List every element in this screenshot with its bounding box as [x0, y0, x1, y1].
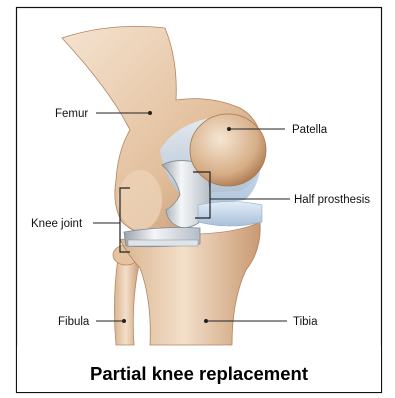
tibial-insert: [128, 240, 198, 246]
fibula-leader-dot: [122, 319, 126, 323]
label-half-prosthesis: Half prosthesis: [294, 194, 370, 206]
femur-leader-dot: [148, 111, 152, 115]
femur-condyle: [118, 170, 162, 230]
tibia-leader-dot: [204, 319, 208, 323]
tibia-cartilage: [198, 202, 262, 227]
patella-leader-dot: [227, 127, 231, 131]
label-patella: Patella: [292, 124, 328, 136]
patella-bone: [190, 114, 266, 186]
label-knee-joint: Knee joint: [31, 218, 83, 230]
label-tibia: Tibia: [293, 316, 318, 328]
caption-text: Partial knee replacement: [90, 363, 308, 384]
label-fibula: Fibula: [58, 316, 90, 328]
label-femur: Femur: [55, 108, 88, 120]
